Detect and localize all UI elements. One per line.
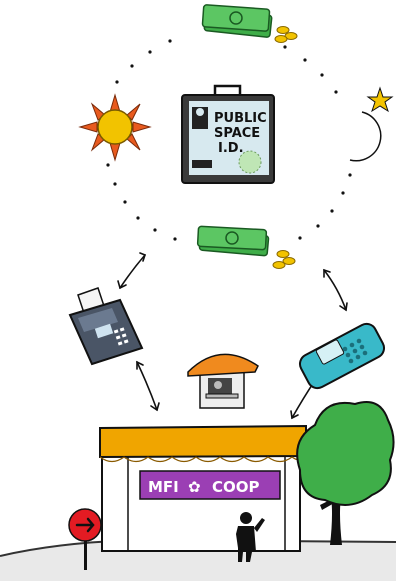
awning [100, 426, 306, 457]
storefront [100, 426, 306, 551]
id-card-line3: I.D. [218, 141, 244, 156]
star-icon [368, 88, 392, 111]
money-icon [202, 5, 272, 38]
kiosk-icon [188, 354, 258, 408]
sun-icon [80, 95, 150, 160]
fax-machine-icon [70, 288, 142, 364]
tree-icon [297, 402, 393, 545]
shop-sign-left: MFI [148, 478, 179, 496]
shop-sign-symbol: ✿ [188, 478, 201, 496]
money-icon [198, 226, 269, 256]
mobile-phone-icon [296, 320, 387, 391]
moon-icon [350, 112, 381, 161]
shop-sign-right: COOP [212, 478, 260, 496]
coins-icon [275, 27, 297, 43]
id-card-line2: SPACE [214, 126, 260, 141]
coins-icon [273, 251, 295, 269]
id-card-line1: PUBLIC [214, 111, 267, 126]
